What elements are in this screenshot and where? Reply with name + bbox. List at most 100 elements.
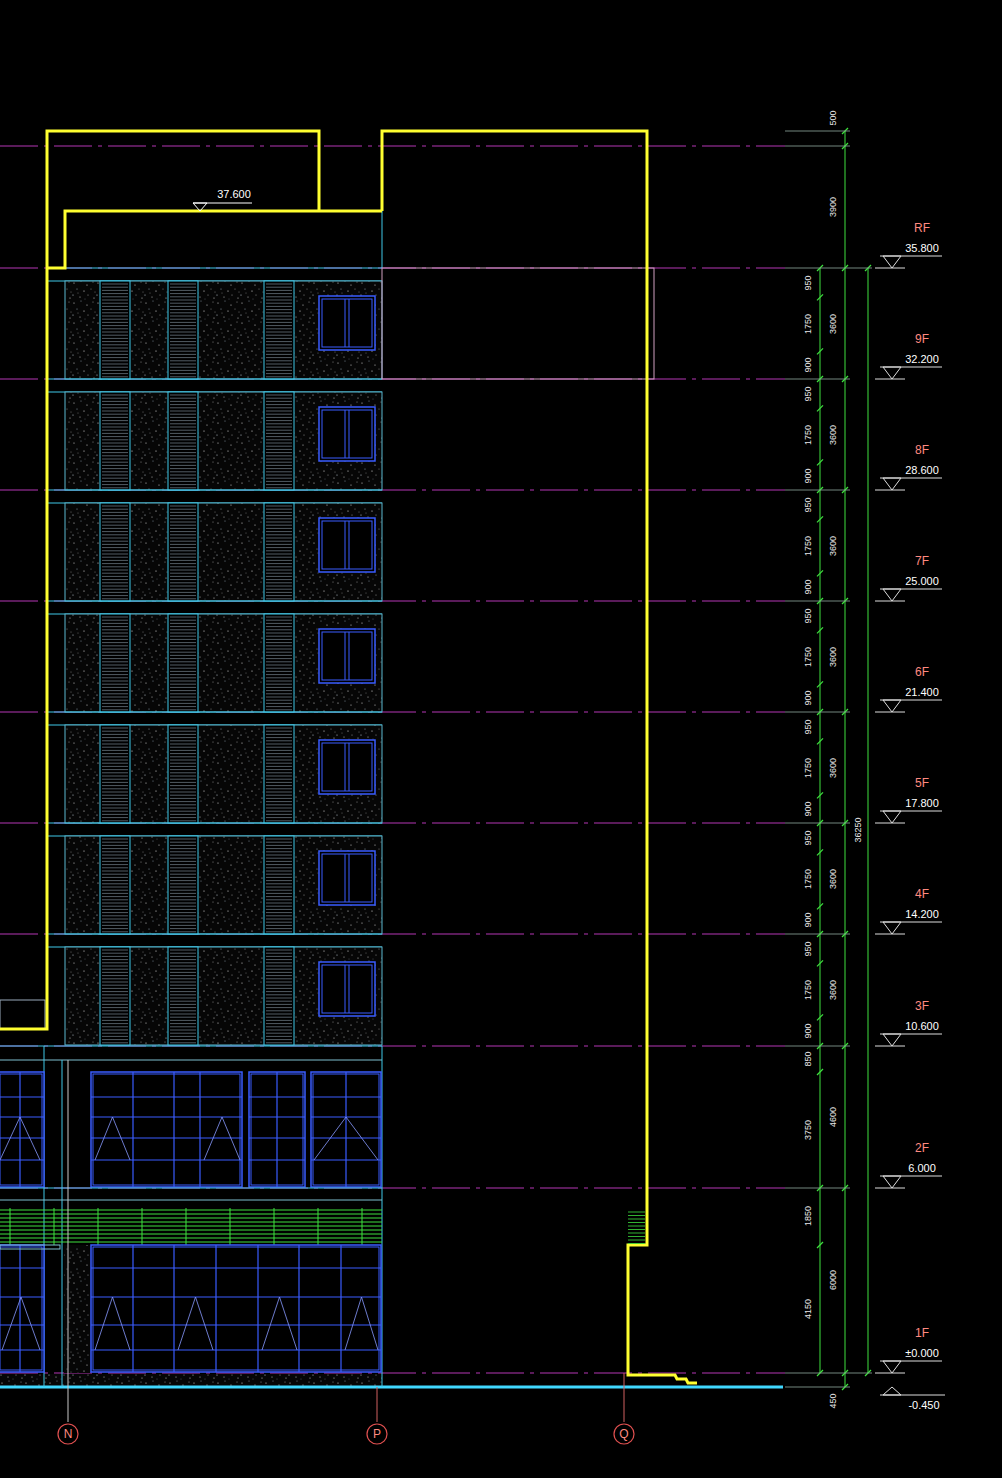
- dim-tick: [817, 405, 823, 411]
- floor-name: 4F: [915, 888, 929, 900]
- louver-slat: [170, 484, 196, 485]
- window-frame: [319, 851, 375, 905]
- louver-slat: [102, 848, 128, 849]
- dimension-text: 950: [804, 830, 813, 845]
- louver-slat: [266, 1042, 292, 1043]
- louver-slat: [102, 668, 128, 669]
- louver-slat: [102, 582, 128, 583]
- dimension-text: 1750: [804, 536, 813, 556]
- building-outline: [47, 211, 382, 268]
- louver-slat: [102, 890, 128, 891]
- louver-slat: [102, 671, 128, 672]
- dimension-text: 900: [804, 357, 813, 372]
- dimension-text: 950: [804, 719, 813, 734]
- louver-slat: [266, 839, 292, 840]
- level-mark: [883, 1176, 901, 1188]
- louver-slat: [102, 959, 128, 960]
- facade-panel: [65, 836, 382, 934]
- louver-slat: [170, 785, 196, 786]
- louver-slat: [170, 950, 196, 951]
- louver-slat: [266, 328, 292, 329]
- louver-slat: [102, 357, 128, 358]
- louver-slat: [170, 766, 196, 767]
- louver-slat: [102, 306, 128, 307]
- louver-slat: [102, 423, 128, 424]
- dimension-text: 850: [804, 1051, 813, 1066]
- louver-slat: [266, 430, 292, 431]
- stair-hatch: [628, 1233, 645, 1234]
- louver-slat: [170, 436, 196, 437]
- louver-slat: [102, 779, 128, 780]
- level-line: [0, 1188, 785, 1189]
- louver-slat: [102, 820, 128, 821]
- louver-slat: [102, 867, 128, 868]
- level-mark-line: [875, 490, 905, 491]
- louver-slat: [170, 586, 196, 587]
- louver-slat: [170, 623, 196, 624]
- louver-slat: [266, 677, 292, 678]
- louver-slat: [266, 848, 292, 849]
- louver-slat: [102, 433, 128, 434]
- louver-slat: [170, 576, 196, 577]
- louver-slat: [266, 769, 292, 770]
- louver-slat: [102, 595, 128, 596]
- louver-slat: [170, 959, 196, 960]
- louver-slat: [102, 404, 128, 405]
- louver-slat: [102, 348, 128, 349]
- dimension-text: 950: [804, 497, 813, 512]
- louver-slat: [102, 531, 128, 532]
- louver-slat: [170, 1023, 196, 1024]
- louver-column: [168, 281, 198, 379]
- louver-slat: [266, 906, 292, 907]
- building-outline: [0, 131, 319, 1029]
- dimension-text: 4600: [829, 1107, 838, 1127]
- louver-slat: [266, 636, 292, 637]
- louver-slat: [266, 478, 292, 479]
- louver-slat: [266, 1004, 292, 1005]
- louver-slat: [266, 975, 292, 976]
- louver-slat: [266, 899, 292, 900]
- dimension-text: 950: [804, 275, 813, 290]
- louver-slat: [170, 1033, 196, 1034]
- louver-slat: [102, 931, 128, 932]
- louver-slat: [170, 531, 196, 532]
- louver-slat: [170, 528, 196, 529]
- louver-slat: [102, 534, 128, 535]
- window-transom: [0, 1096, 44, 1097]
- louver-slat: [170, 626, 196, 627]
- window-mullion: [345, 743, 346, 791]
- level-line: [0, 601, 785, 602]
- louver-slat: [102, 401, 128, 402]
- louver-slat: [170, 560, 196, 561]
- louver-slat: [266, 709, 292, 710]
- extension-line: [785, 1046, 850, 1047]
- window-frame: [0, 1245, 44, 1372]
- louver-slat: [266, 649, 292, 650]
- louver-slat: [102, 962, 128, 963]
- canopy-rib: [54, 1208, 55, 1245]
- louver-slat: [102, 845, 128, 846]
- louver-slat: [266, 370, 292, 371]
- louver-slat: [266, 367, 292, 368]
- louver-slat: [170, 407, 196, 408]
- elevation-value: 35.800: [905, 243, 939, 254]
- elevation-value: 6.000: [908, 1163, 936, 1174]
- louver-slat: [266, 344, 292, 345]
- louver-slat: [102, 788, 128, 789]
- louver-slat: [170, 985, 196, 986]
- louver-slat: [102, 880, 128, 881]
- dimension-text: 3600: [829, 979, 838, 999]
- louver-slat: [266, 443, 292, 444]
- louver-slat: [266, 687, 292, 688]
- dim-tick: [817, 516, 823, 522]
- window-transom: [91, 1096, 242, 1097]
- louver-slat: [170, 370, 196, 371]
- louver-slat: [266, 893, 292, 894]
- louver-slat: [170, 617, 196, 618]
- window-frame: [322, 743, 372, 791]
- louver-slat: [266, 360, 292, 361]
- louver-slat: [266, 750, 292, 751]
- louver-slat: [266, 985, 292, 986]
- louver-slat: [266, 436, 292, 437]
- louver-slat: [266, 322, 292, 323]
